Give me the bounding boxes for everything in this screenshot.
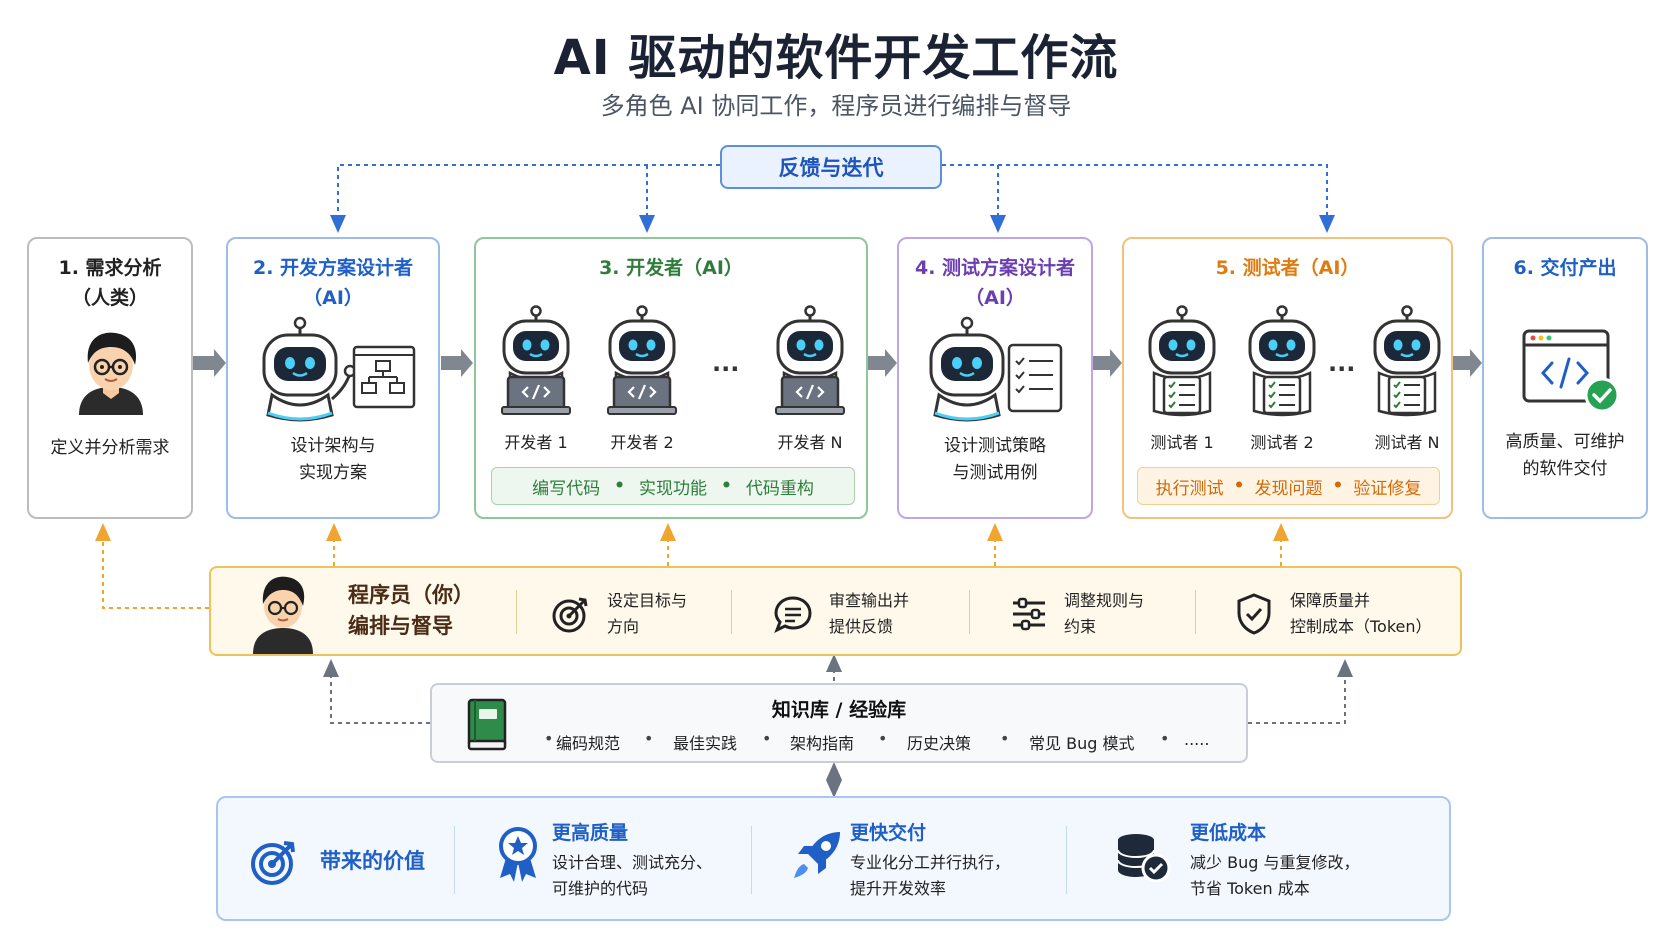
knowledge-base-box: 知识库 / 经验库 • 编码规范 • 最佳实践 • 架构指南 • 历史决策 • …: [430, 683, 1248, 763]
stage-title: 1. 需求分析 （人类）: [58, 257, 162, 309]
book-icon: [467, 698, 507, 751]
stage-title: 3. 开发者（AI）: [599, 257, 743, 279]
programmer-title: 程序员（你） 编排与督导: [348, 583, 474, 638]
task-separator: •: [721, 476, 732, 496]
value-title: 带来的价值: [320, 849, 425, 873]
stage-title: 4. 测试方案设计者 （AI）: [914, 257, 1076, 309]
kb-item: 常见 Bug 模式: [1029, 734, 1135, 753]
programmer-role-text: 保障质量并 控制成本（Token）: [1290, 591, 1432, 636]
value-item-desc: 减少 Bug 与重复修改， 节省 Token 成本: [1190, 853, 1360, 898]
agent-label: 测试者 2: [1250, 433, 1314, 452]
task-separator: •: [1332, 476, 1344, 496]
value-item-title: 更低成本: [1190, 822, 1267, 844]
agent-label: 开发者 N: [777, 433, 843, 452]
award-icon: [499, 827, 537, 882]
stage-delivery: 6. 交付产出 高质量、可维护 的软件交付: [1482, 237, 1648, 519]
kb-bullet: •: [762, 729, 772, 748]
developer-robot-icon: [501, 305, 571, 415]
value-item-desc: 设计合理、测试充分、 可维护的代码: [552, 853, 713, 898]
stage-title: 6. 交付产出: [1513, 257, 1617, 279]
rocket-icon: [794, 832, 840, 878]
knowledge-base-title: 知识库 / 经验库: [771, 699, 907, 721]
oversight-lines: [95, 523, 1289, 609]
stage-testers: 5. 测试者（AI） ... 测试者 1 测试者 2 测试者 N 执行测试 • …: [1122, 237, 1453, 519]
programmer-oversight-box: 程序员（你） 编排与督导 设定目标与 方向 审查输出并 提供反馈 调整规则与 约…: [209, 566, 1462, 656]
stage-description: 设计架构与 实现方案: [290, 436, 376, 483]
agents-ellipsis: ...: [1328, 349, 1356, 377]
agent-label: 开发者 2: [610, 433, 674, 452]
kb-bullet: •: [878, 729, 888, 748]
stage-description: 定义并分析需求: [50, 438, 170, 458]
robot-test-designer-icon: [929, 316, 1063, 422]
task-label: 代码重构: [745, 478, 814, 499]
programmer-role-text: 调整规则与 约束: [1064, 591, 1145, 636]
agent-label: 测试者 N: [1374, 433, 1440, 452]
kb-bullet: •: [1000, 729, 1010, 748]
task-label: 执行测试: [1155, 478, 1224, 499]
stage-test-designer: 4. 测试方案设计者 （AI） 设计测试策略 与测试用例: [897, 237, 1093, 519]
task-label: 编写代码: [532, 478, 601, 499]
feedback-iteration-box: 反馈与迭代: [720, 145, 942, 189]
sliders-icon: [1013, 597, 1045, 631]
value-item-title: 更快交付: [850, 822, 927, 844]
value-box: 带来的价值 更高质量 设计合理、测试充分、 可维护的代码 更快交付 专业化分工并…: [216, 796, 1451, 921]
task-separator: •: [1233, 476, 1245, 496]
kb-item: 最佳实践: [673, 734, 738, 753]
kb-bullet: •: [644, 729, 654, 748]
stage-title: 5. 测试者（AI）: [1215, 257, 1360, 279]
target-icon: [251, 841, 295, 885]
stage-developers: 3. 开发者（AI） ... 开发者 1 开发者 2 开发者 N 编写代码 • …: [474, 237, 868, 519]
stage-title: 2. 开发方案设计者 （AI）: [252, 257, 414, 309]
task-label: 实现功能: [639, 478, 707, 499]
kb-item: .....: [1184, 730, 1210, 749]
knowledge-lines: [323, 654, 1353, 798]
task-label: 发现问题: [1254, 478, 1323, 499]
developer-robot-icon: [607, 305, 677, 415]
divider: [1066, 826, 1067, 894]
divider: [454, 826, 455, 894]
divider: [751, 826, 752, 894]
agent-label: 测试者 1: [1150, 433, 1214, 452]
kb-bullet: •: [1160, 729, 1170, 748]
developer-robot-icon: [775, 305, 845, 415]
target-icon: [552, 597, 588, 633]
value-item-title: 更高质量: [552, 822, 629, 844]
divider: [1195, 590, 1196, 634]
database-check-icon: [1117, 834, 1171, 883]
task-separator: •: [614, 476, 625, 496]
stage-description: 高质量、可维护 的软件交付: [1505, 432, 1625, 479]
developer-tasks-pill: 编写代码 • 实现功能 • 代码重构: [491, 467, 855, 505]
stage-description: 设计测试策略 与测试用例: [944, 436, 1046, 483]
tester-robot-icon: [1148, 305, 1216, 417]
kb-item: 历史决策: [907, 734, 972, 753]
stage-flow-arrows: [193, 349, 1482, 377]
stage-dev-designer: 2. 开发方案设计者 （AI） 设计架构与 实现方案: [226, 237, 440, 519]
stage-requirements: 1. 需求分析 （人类） 定义并分析需求: [27, 237, 193, 519]
robot-designer-icon: [262, 316, 416, 422]
programmer-role-text: 审查输出并 提供反馈: [829, 591, 910, 636]
human-avatar-icon: [79, 332, 143, 415]
agents-ellipsis: ...: [712, 349, 740, 377]
kb-bullet: •: [544, 729, 554, 748]
chat-icon: [774, 596, 812, 634]
tester-robot-icon: [1248, 305, 1316, 417]
programmer-avatar-icon: [253, 576, 313, 654]
task-label: 验证修复: [1353, 478, 1422, 499]
tester-tasks-pill: 执行测试 • 发现问题 • 验证修复: [1137, 467, 1440, 505]
kb-item: 架构指南: [790, 734, 855, 753]
divider: [516, 590, 517, 634]
page-title: AI 驱动的软件开发工作流: [553, 30, 1119, 86]
divider: [969, 590, 970, 634]
shield-check-icon: [1237, 593, 1271, 635]
code-window-check-icon: [1522, 329, 1620, 413]
value-item-desc: 专业化分工并行执行， 提升开发效率: [850, 853, 1011, 898]
tester-robot-icon: [1373, 305, 1441, 417]
agent-label: 开发者 1: [504, 433, 568, 452]
kb-item: 编码规范: [556, 734, 621, 753]
feedback-loop-lines: [330, 164, 1335, 233]
programmer-role-text: 设定目标与 方向: [607, 591, 688, 636]
divider: [731, 590, 732, 634]
page-subtitle: 多角色 AI 协同工作，程序员进行编排与督导: [600, 92, 1072, 120]
